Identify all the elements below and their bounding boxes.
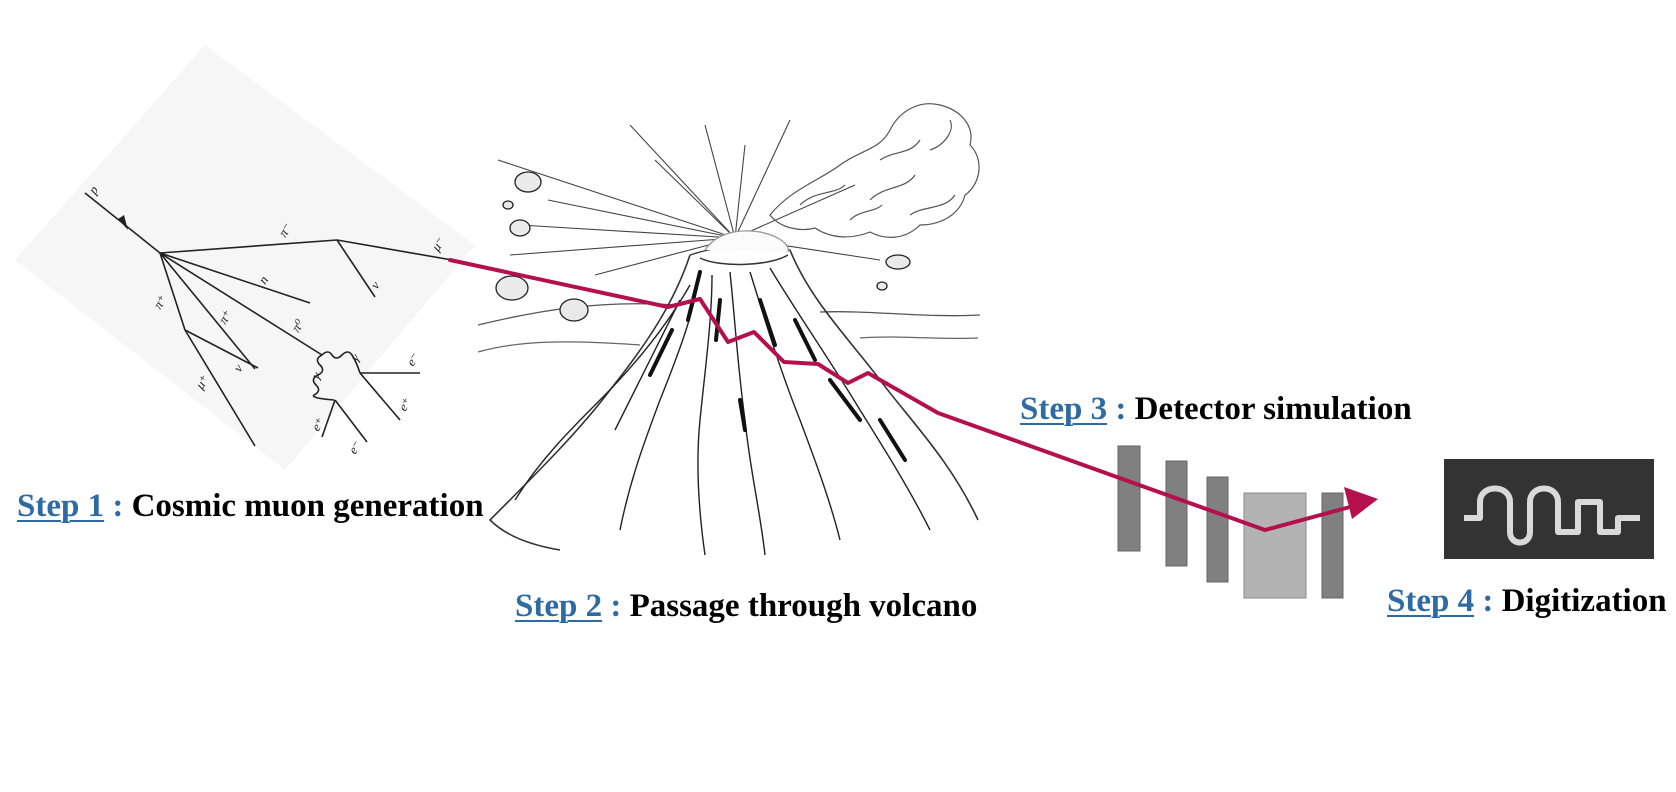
detector-block [1243, 492, 1307, 599]
particle-shower-diagram: p π⁻ μ⁻ n ν π⁺ π⁺ π⁰ γ γ e⁻ e⁻ e⁺ e⁺ μ⁺ … [15, 45, 475, 470]
step-2-colon: : [602, 588, 622, 624]
step-4-label: Step 4 : Digitization [1387, 585, 1667, 618]
digitizer-panel [1444, 459, 1654, 559]
step-4-link[interactable]: Step 4 [1387, 583, 1475, 619]
label-e-minus-1: e⁻ [403, 350, 423, 369]
square-wave-icon [1444, 459, 1654, 559]
label-e-plus-2: e⁺ [395, 395, 415, 414]
step-2-label: Step 2 : Passage through volcano [515, 590, 977, 623]
proton-arrowhead [118, 215, 128, 230]
muon-track-arrowhead [1344, 487, 1378, 519]
label-mu-minus: μ⁻ [428, 234, 449, 254]
step-2-text: Passage through volcano [621, 588, 978, 624]
detector-plane-3 [1206, 476, 1229, 583]
detector-plane-1 [1117, 445, 1141, 552]
step-4-text: Digitization [1493, 583, 1667, 619]
step-3-label: Step 3 : Detector simulation [1020, 393, 1412, 426]
step-3-link[interactable]: Step 3 [1020, 391, 1108, 427]
label-mu-plus: μ⁺ [192, 372, 213, 392]
step-3-text: Detector simulation [1126, 391, 1412, 427]
step-1-text: Cosmic muon generation [123, 488, 484, 524]
erupting-volcano-sketch [477, 103, 981, 556]
shower-tracks [84, 192, 453, 447]
step-1-colon: : [104, 488, 124, 524]
muon-track [448, 258, 1378, 532]
muon-track-line [448, 258, 1352, 532]
step-1-label: Step 1 : Cosmic muon generation [17, 490, 484, 523]
label-e-minus-2: e⁻ [345, 438, 365, 457]
step-3-colon: : [1107, 391, 1127, 427]
step-1-link[interactable]: Step 1 [17, 488, 105, 524]
detector-plane-2 [1165, 460, 1188, 567]
detector-layers-icon [1117, 445, 1344, 599]
step-2-link[interactable]: Step 2 [515, 588, 603, 624]
shower-background [15, 45, 475, 470]
step-4-colon: : [1474, 583, 1494, 619]
detector-plane-4 [1321, 492, 1344, 599]
square-wave [1464, 485, 1640, 546]
